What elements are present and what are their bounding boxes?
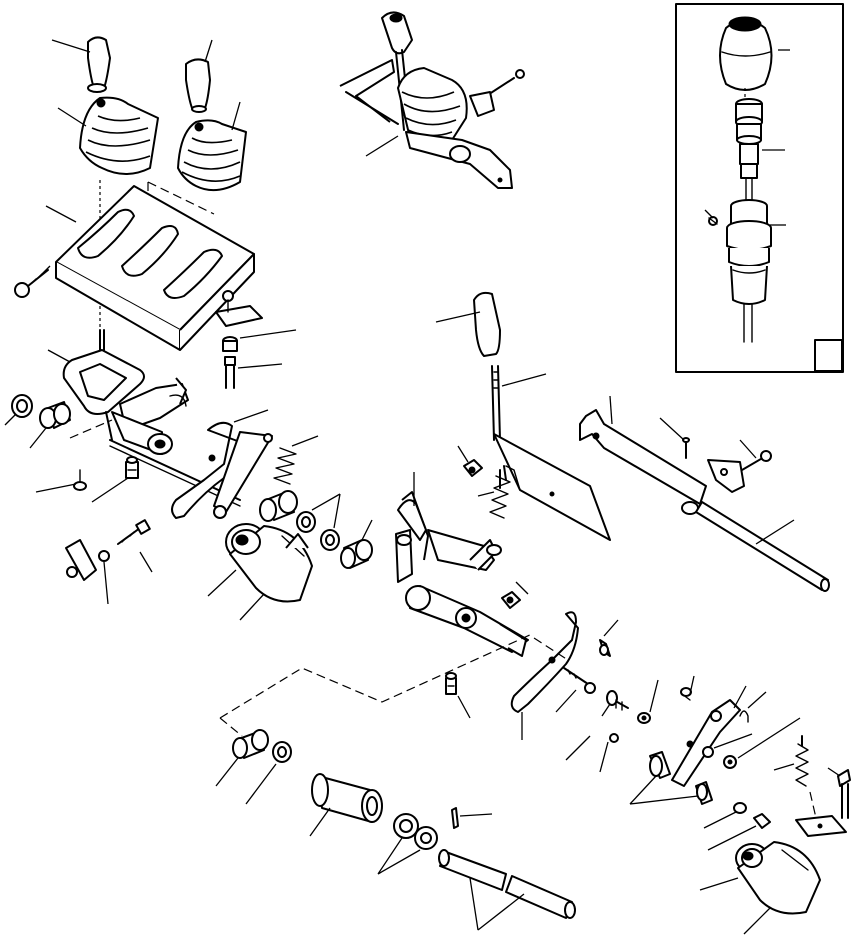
cotter-right xyxy=(739,710,749,723)
long-rod xyxy=(695,501,830,592)
inset-nut xyxy=(735,98,763,206)
pedal-plate-center xyxy=(493,433,611,541)
grease-fitting-left xyxy=(73,469,87,491)
spring-center xyxy=(489,469,511,519)
shaft-bottom-2 xyxy=(505,875,576,919)
boot-top-center xyxy=(397,67,468,145)
boot-left xyxy=(79,96,159,175)
lever-left xyxy=(62,329,145,441)
ring-center-1 xyxy=(296,511,316,533)
fitting-center xyxy=(445,672,457,695)
spring-right xyxy=(795,735,809,787)
ring-center-2 xyxy=(320,529,340,551)
link-rod-left xyxy=(213,431,273,519)
gate-plate xyxy=(55,185,255,351)
spring-left xyxy=(273,447,297,485)
ring-bottom-1 xyxy=(272,741,292,763)
bolt-right-vertical xyxy=(837,769,851,819)
spacer-nut xyxy=(222,336,238,352)
washer-bottom-right-2 xyxy=(609,733,619,743)
washer-right-2 xyxy=(733,802,747,814)
washer-bottom-right-1 xyxy=(637,712,651,724)
nut-right-1 xyxy=(723,755,737,769)
bracket-bottom-right xyxy=(795,791,847,837)
bushing-center-1 xyxy=(259,490,298,522)
bolt-plate xyxy=(14,269,49,298)
fitting-left xyxy=(125,456,139,479)
pin-right xyxy=(682,437,690,459)
pin-bottom xyxy=(451,807,459,829)
bracket-small xyxy=(215,290,263,327)
bolt-bottom-left xyxy=(117,519,151,545)
inset-panel xyxy=(675,3,844,373)
knob-right xyxy=(185,58,211,113)
screw-vertical xyxy=(224,356,236,389)
lever-center xyxy=(395,491,502,583)
rod-center xyxy=(491,365,501,441)
bushing-bottom-1 xyxy=(232,729,269,759)
sleeve-small xyxy=(599,639,611,657)
bolt-center xyxy=(563,667,596,694)
inset-grip xyxy=(726,199,772,343)
rod-end-1 xyxy=(649,751,671,779)
shaft-housing-center xyxy=(405,585,529,657)
bracket-bottom-left xyxy=(65,539,110,605)
inset-knob xyxy=(719,16,773,91)
pin-bottom-right-2 xyxy=(680,687,692,701)
shaft-bottom-1 xyxy=(438,849,507,891)
ring-left-1 xyxy=(11,394,33,418)
knob-left xyxy=(87,36,111,93)
bracket-right xyxy=(579,409,707,515)
shaft-housing-left xyxy=(111,377,189,455)
lever-top-center xyxy=(339,11,413,131)
boot-right xyxy=(177,119,247,192)
washer-right-1 xyxy=(702,746,714,758)
mount-top-center xyxy=(405,69,525,189)
cylinder-left xyxy=(225,523,313,603)
link-plate-right xyxy=(671,699,741,787)
washer-bottom-2 xyxy=(414,826,438,850)
nut-center-mid xyxy=(501,591,521,609)
bushing-center-2 xyxy=(340,539,373,569)
sleeve-bottom xyxy=(311,773,383,823)
rod-end-2 xyxy=(695,781,713,805)
bolt-right xyxy=(741,450,772,471)
nut-center-top xyxy=(463,459,483,477)
nut-right-2 xyxy=(753,813,771,829)
bushing-left xyxy=(39,401,71,429)
bracket-right-small xyxy=(707,459,745,493)
pedal-arm-center xyxy=(510,611,579,713)
inset-screw xyxy=(708,216,718,226)
washer-bottom-1 xyxy=(393,813,419,839)
pin-bottom-right-1 xyxy=(606,690,629,711)
cylinder-right xyxy=(735,841,821,915)
knob-center xyxy=(473,291,501,357)
